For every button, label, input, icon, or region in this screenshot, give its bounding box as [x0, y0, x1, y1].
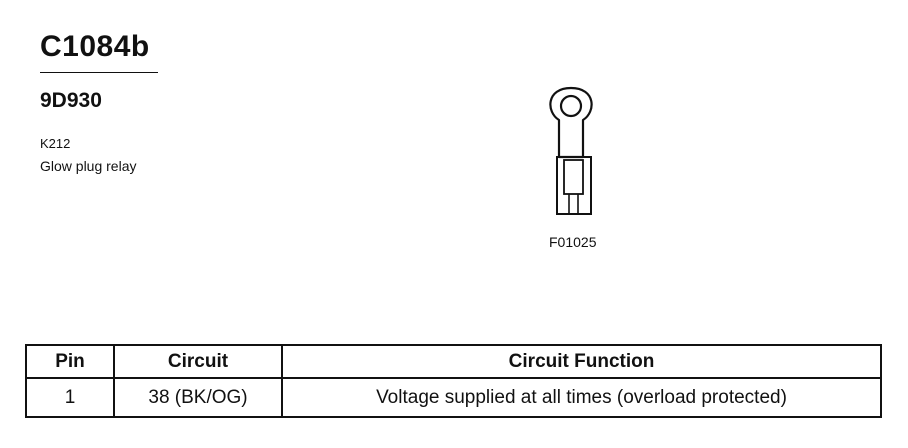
component-description: Glow plug relay: [40, 158, 137, 174]
figure-code: F01025: [549, 234, 597, 250]
connector-id: C1084b: [40, 30, 150, 63]
column-header-circuit-function: Circuit Function: [281, 344, 882, 379]
ring-terminal-icon: [549, 86, 593, 215]
table-header-row: Pin Circuit Circuit Function: [25, 344, 882, 379]
circuit-function-cell: Voltage supplied at all times (overload …: [281, 377, 882, 418]
pin-cell: 1: [25, 377, 115, 418]
column-header-circuit: Circuit: [113, 344, 283, 379]
component-code: K212: [40, 136, 71, 151]
table-row: 1 38 (BK/OG) Voltage supplied at all tim…: [25, 377, 882, 418]
circuit-cell: 38 (BK/OG): [113, 377, 283, 418]
title-underline: [40, 72, 158, 73]
column-header-pin: Pin: [25, 344, 115, 379]
part-number: 9D930: [40, 89, 102, 112]
pinout-table: Pin Circuit Circuit Function 1 38 (BK/OG…: [25, 344, 882, 418]
